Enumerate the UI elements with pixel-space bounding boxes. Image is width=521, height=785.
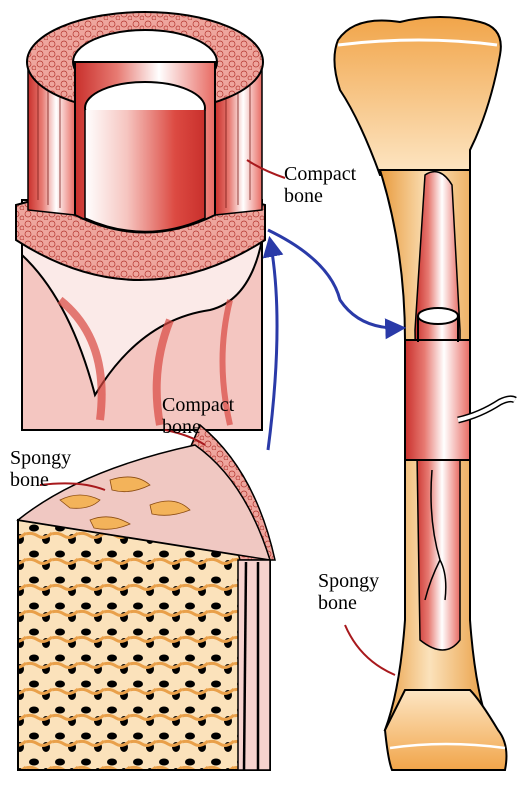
spongy-block-front: [18, 520, 270, 770]
label-spongy-bone-left-1: Spongy: [10, 447, 71, 469]
spongy-bone-block: [18, 425, 275, 770]
blue-arrow-to-shaft: [268, 240, 277, 450]
label-spongy-bone-right-1: Spongy: [318, 570, 379, 592]
bottom-epiphysis: [385, 690, 506, 770]
label-compact-bone-top-2: bone: [284, 185, 323, 207]
label-compact-bone-top-1: Compact: [284, 163, 357, 185]
label-compact-bone-mid-1: Compact: [162, 394, 235, 416]
compact-bone-window: [405, 340, 470, 460]
label-spongy-bone-left-2: bone: [10, 469, 49, 491]
shaft-cross-section: [16, 12, 265, 430]
blue-arrow-to-long-bone: [268, 230, 402, 328]
label-compact-bone-mid-2: bone: [162, 416, 201, 438]
pointer-spongy-right: [345, 625, 395, 675]
long-bone: [334, 17, 515, 770]
label-spongy-bone-right-2: bone: [318, 592, 357, 614]
